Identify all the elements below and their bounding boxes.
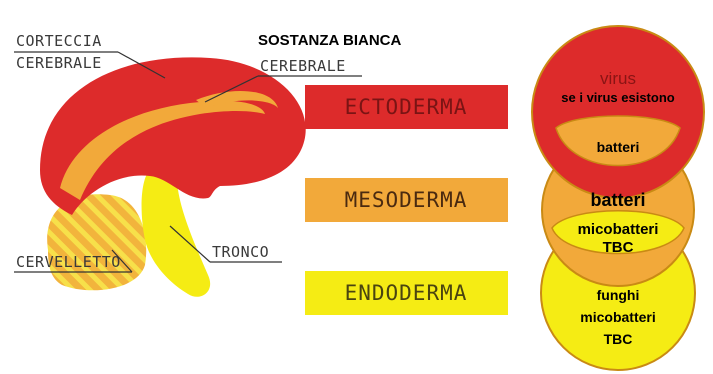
top-circle — [531, 25, 705, 199]
middle-inner-lens — [551, 210, 685, 255]
cerebellum-shape — [47, 194, 147, 291]
white-matter-label-line1: SOSTANZA BIANCA — [258, 32, 401, 49]
endoderm-band — [305, 271, 508, 315]
mycobacteria-bottom-label: micobatteri — [580, 309, 655, 325]
ectoderm-band — [305, 85, 508, 129]
brainstem-label: TRONCO — [212, 243, 269, 261]
top-bacteria-label: batteri — [597, 139, 640, 155]
mycobacteria-label: micobatteri — [578, 221, 659, 238]
white-matter-arc — [196, 90, 278, 108]
cortex-label-line2: CEREBRALE — [16, 54, 102, 72]
virus-label: virus — [600, 69, 636, 88]
fungi-label: funghi — [597, 287, 640, 303]
endoderm-label: ENDODERMA — [345, 281, 468, 305]
top-inner-lens — [555, 115, 681, 167]
cortex-label-line1: CORTECCIA — [16, 32, 102, 50]
white-matter-shape — [60, 100, 265, 200]
mesoderm-band — [305, 178, 508, 222]
brainstem-leader — [169, 225, 211, 263]
white-matter-label-line2: CEREBRALE — [260, 57, 346, 75]
cerebellum-label: CERVELLETTO — [16, 253, 121, 271]
brainstem-shape — [141, 170, 211, 297]
brain-illustration — [40, 57, 306, 297]
germ-layer-bands: ECTODERMA MESODERMA ENDODERMA — [305, 85, 508, 315]
middle-bacteria-label: batteri — [590, 190, 645, 210]
tbc-label-bottom: TBC — [604, 331, 633, 347]
cerebellum-leader — [111, 249, 133, 273]
virus-condition-label: se i virus esistono — [561, 90, 674, 105]
ectoderm-label: ECTODERMA — [345, 95, 468, 119]
pathogen-circles — [531, 25, 705, 371]
mesoderm-label: MESODERMA — [345, 188, 468, 212]
brain-leader-lines — [14, 51, 362, 273]
white-matter-leader — [204, 75, 259, 103]
cortex-leader — [117, 51, 166, 79]
tbc-label-middle: TBC — [603, 239, 634, 256]
